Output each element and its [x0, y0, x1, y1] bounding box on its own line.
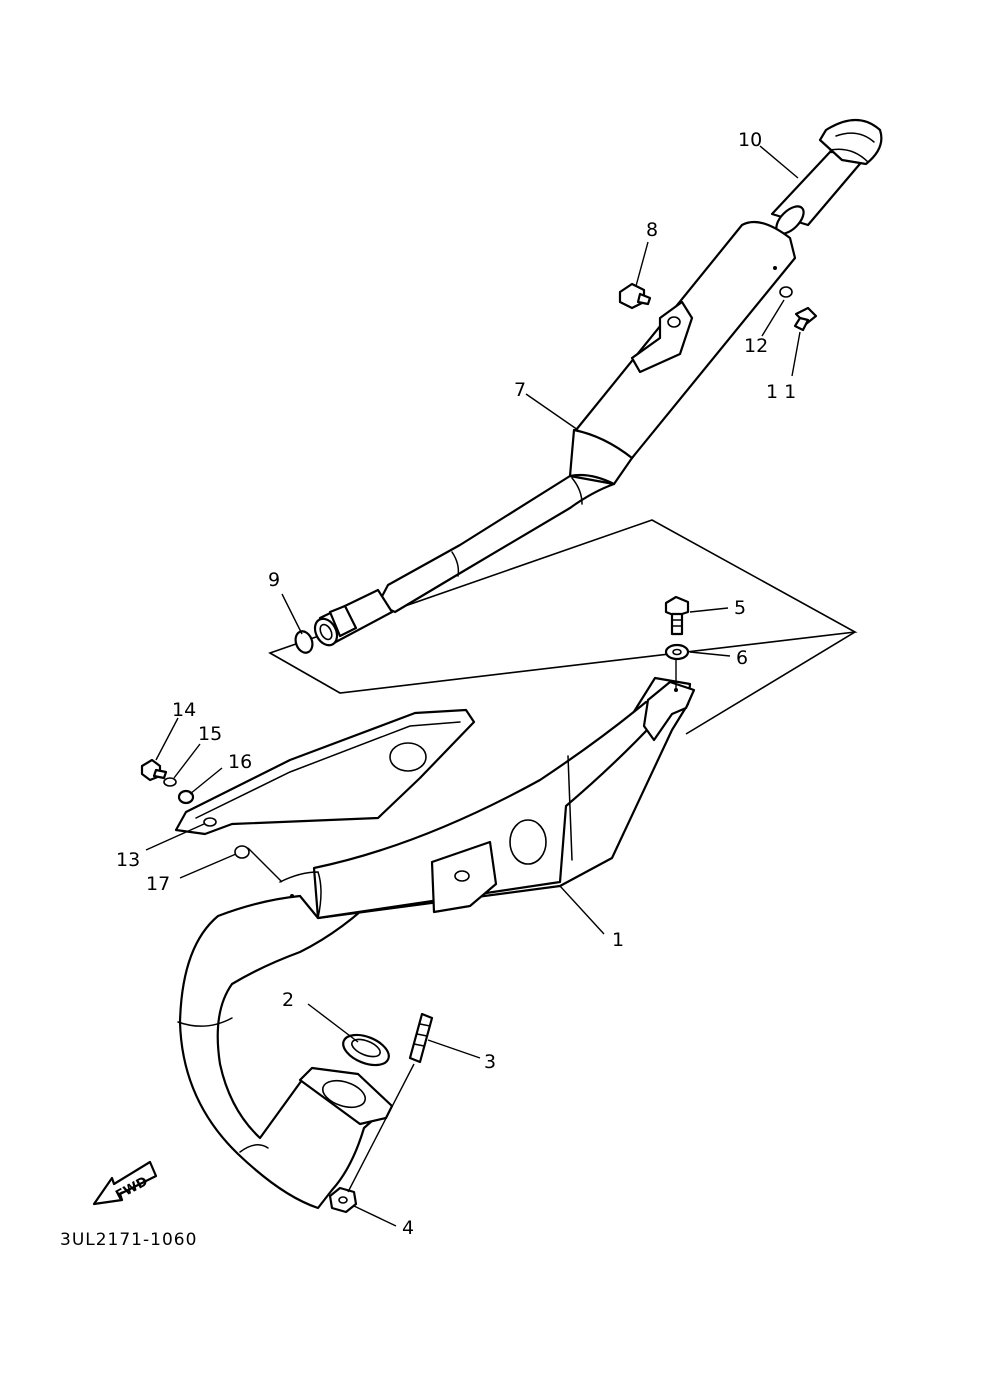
bolt-8: [618, 282, 652, 310]
grommet-17: [234, 845, 250, 859]
callout-15: 15: [198, 723, 222, 745]
callout-2: 2: [282, 989, 294, 1011]
callout-7: 7: [514, 379, 526, 401]
callout-9: 9: [268, 569, 280, 591]
callout-5: 5: [734, 597, 746, 619]
callout-12: 12: [744, 335, 768, 357]
diagram-code: 3UL2171-1060: [60, 1230, 198, 1250]
washer-6: [664, 643, 690, 661]
callout-6: 6: [736, 647, 748, 669]
callout-10: 10: [738, 129, 762, 151]
screw-14: [140, 758, 168, 782]
callout-14: 14: [172, 699, 196, 721]
callout-16: 16: [228, 751, 252, 773]
callout-4: 4: [402, 1217, 414, 1239]
callout-17: 17: [146, 873, 170, 895]
callout-3: 3: [484, 1051, 496, 1073]
muffler: [313, 220, 797, 647]
heat-protector: [174, 708, 476, 836]
callout-8: 8: [646, 219, 658, 241]
screw-11: [793, 306, 818, 332]
washer-12: [779, 286, 793, 298]
tail-pipe: [770, 118, 883, 235]
washer-15: [163, 777, 177, 787]
frame-to-chamber-line: [685, 631, 856, 735]
bolt-5: [664, 595, 690, 636]
callout-1: 1: [612, 929, 624, 951]
stud-bolt-3: [408, 1012, 434, 1064]
callout-13: 13: [116, 849, 140, 871]
callout-11: 1 1: [766, 381, 796, 403]
collar-16: [177, 789, 195, 805]
fwd-direction-arrow: FWD: [92, 1160, 158, 1206]
gasket-2: [342, 1033, 390, 1067]
exhaust-chamber: [177, 676, 696, 1210]
gasket-9: [294, 630, 314, 654]
nut-4: [328, 1186, 358, 1214]
